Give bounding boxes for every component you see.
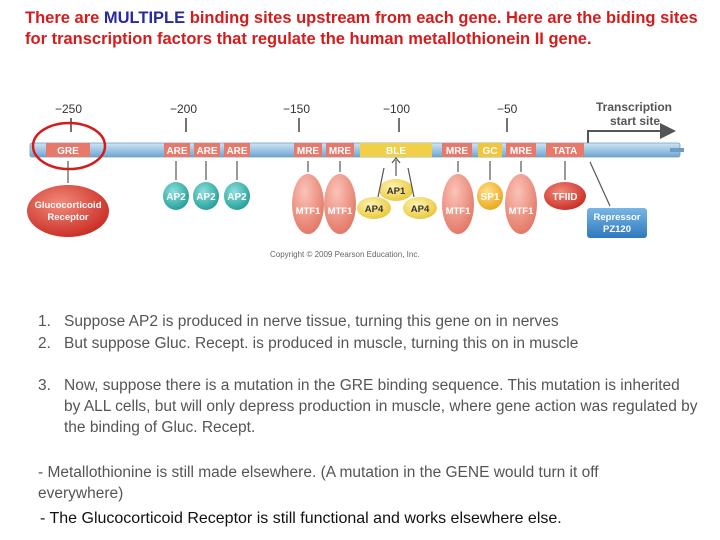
glucocorticoid-receptor [27,185,109,237]
sp1-factor [477,182,503,210]
tata-label: TATA [553,146,577,157]
mtf1-factor-1 [292,174,324,234]
gre-box [46,143,90,157]
mre-box-1 [294,143,322,157]
gre-label: GRE [57,146,79,157]
receptor-label: Receptor [47,212,88,223]
list-number-2: 2. [38,335,51,352]
list-number-3: 3. [38,377,51,394]
tick-label-150: −150 [283,102,310,116]
transcription-label: Transcription [596,100,672,114]
tick-label-250: −250 [55,102,82,116]
dna-bar-tail [670,148,684,152]
tfiid-factor [544,182,586,210]
position-ticks: −250 −200 −150 −100 −50 [55,102,518,132]
tick-label-200: −200 [170,102,197,116]
mtf1-factor-2 [324,174,356,234]
gc-box [478,143,502,157]
ble-label: BLE [386,146,406,157]
ap4-factor-1 [357,197,391,219]
list-text-1: Suppose AP2 is produced in nerve tissue,… [64,313,559,330]
mtf1-label-1: MTF1 [296,206,322,217]
binding-elements: GRE ARE ARE ARE MRE MRE BLE MRE GC MRE T… [46,143,584,157]
mre-box-2 [326,143,354,157]
mtf1-label-4: MTF1 [509,206,535,217]
mre-label-2: MRE [329,146,352,157]
gre-highlight-circle [31,121,107,171]
binding-arrows [67,161,566,183]
gc-label: GC [483,146,498,157]
ap4-factor-2 [403,197,437,219]
tata-box [546,143,584,157]
are-label-2: ARE [196,146,217,157]
ap4-label-1: AP4 [365,204,384,215]
mre-box-3 [442,143,472,157]
slide-title: There are MULTIPLE binding sites upstrea… [25,8,705,50]
start-site-label: start site [610,114,660,128]
list-number-1: 1. [38,313,51,330]
ap4-arrow-2 [407,167,415,198]
ap1-label: AP1 [387,186,406,197]
mre-label-4: MRE [510,146,533,157]
ap1-factor [379,179,413,201]
ap2-factor-3 [224,182,250,210]
list-text-2: But suppose Gluc. Recept. is produced in… [64,335,579,352]
tick-label-100: −100 [383,102,410,116]
ap2-label-3: AP2 [227,192,247,203]
are-box-2 [194,143,220,157]
mre-label-1: MRE [297,146,320,157]
repressor-label: Repressor [594,212,641,223]
glucocorticoid-label: Glucocorticoid [34,200,101,211]
transcription-arrow [587,123,676,145]
ap2-factor-2 [193,182,219,210]
repressor-pz120 [587,208,647,238]
are-label-3: ARE [226,146,247,157]
ap1-arrow-head [391,157,401,164]
transcription-factors: Glucocorticoid Receptor AP2 AP2 AP2 MTF1… [27,157,647,238]
ap4-label-2: AP4 [411,204,430,215]
mtf1-label-2: MTF1 [328,206,354,217]
transcription-start-site: Transcription start site [587,100,676,145]
tfiid-label: TFIID [553,192,578,203]
ap4-arrow-1 [377,167,385,198]
list-item-3: 3. Now, suppose there is a mutation in t… [38,375,698,438]
note-metallothionine: - Metallothionine is still made elsewher… [38,464,599,502]
tick-label-50: −50 [497,102,518,116]
are-label-1: ARE [166,146,187,157]
title-part-1: There are [25,9,104,27]
title-highlight: MULTIPLE [103,9,186,27]
pz120-label: PZ120 [603,224,631,235]
list-item-1: 1. Suppose AP2 is produced in nerve tiss… [38,311,698,332]
are-box-3 [224,143,250,157]
ap2-label-1: AP2 [166,192,186,203]
ap2-label-2: AP2 [196,192,216,203]
title-part-2: binding sites upstream from each gene. H… [25,9,698,48]
mre-label-3: MRE [446,146,469,157]
mre-box-4 [506,143,536,157]
mtf1-factor-3 [442,174,474,234]
ble-box [360,143,432,157]
sp1-label: SP1 [481,192,500,203]
list-text-3: Now, suppose there is a mutation in the … [64,377,698,436]
list-item-2: 2. But suppose Gluc. Recept. is produced… [38,333,698,354]
ap2-factor-1 [163,182,189,210]
mtf1-factor-4 [505,174,537,234]
copyright-text: Copyright © 2009 Pearson Education, Inc. [270,250,420,259]
repressor-arrow [589,161,611,207]
are-box-1 [164,143,190,157]
note-glucocorticoid: - The Glucocorticoid Receptor is still f… [40,510,562,527]
mtf1-label-3: MTF1 [446,206,472,217]
